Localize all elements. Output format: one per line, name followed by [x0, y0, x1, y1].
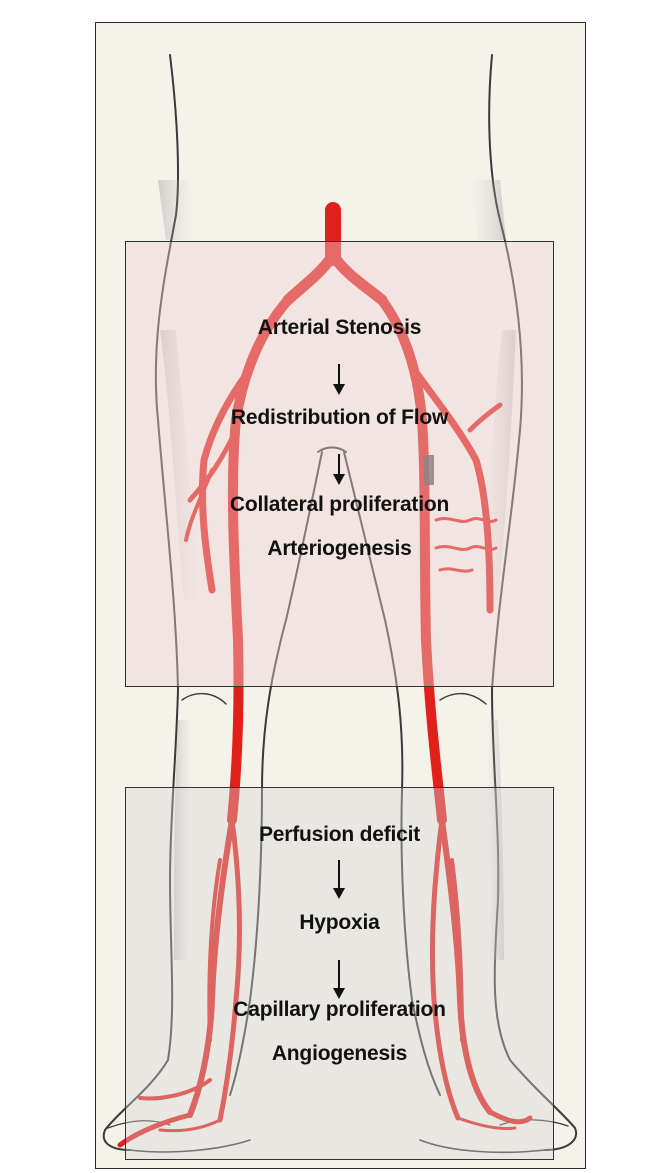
label-arteriogenesis: Arteriogenesis: [126, 537, 553, 561]
label-capillary-proliferation: Capillary proliferation: [126, 998, 553, 1022]
label-arterial-stenosis: Arterial Stenosis: [126, 316, 553, 340]
down-arrow-icon: [331, 960, 347, 1000]
down-arrow-icon: [331, 364, 347, 396]
label-collateral-proliferation: Collateral proliferation: [126, 493, 553, 517]
angiogenesis-box: Perfusion deficit Hypoxia Capillary prol…: [125, 787, 554, 1160]
label-perfusion-deficit: Perfusion deficit: [126, 823, 553, 847]
label-redistribution-of-flow: Redistribution of Flow: [126, 406, 553, 430]
label-hypoxia: Hypoxia: [126, 911, 553, 935]
down-arrow-icon: [331, 860, 347, 900]
label-angiogenesis: Angiogenesis: [126, 1042, 553, 1066]
arteriogenesis-box: Arterial Stenosis Redistribution of Flow…: [125, 241, 554, 687]
down-arrow-icon: [331, 454, 347, 486]
